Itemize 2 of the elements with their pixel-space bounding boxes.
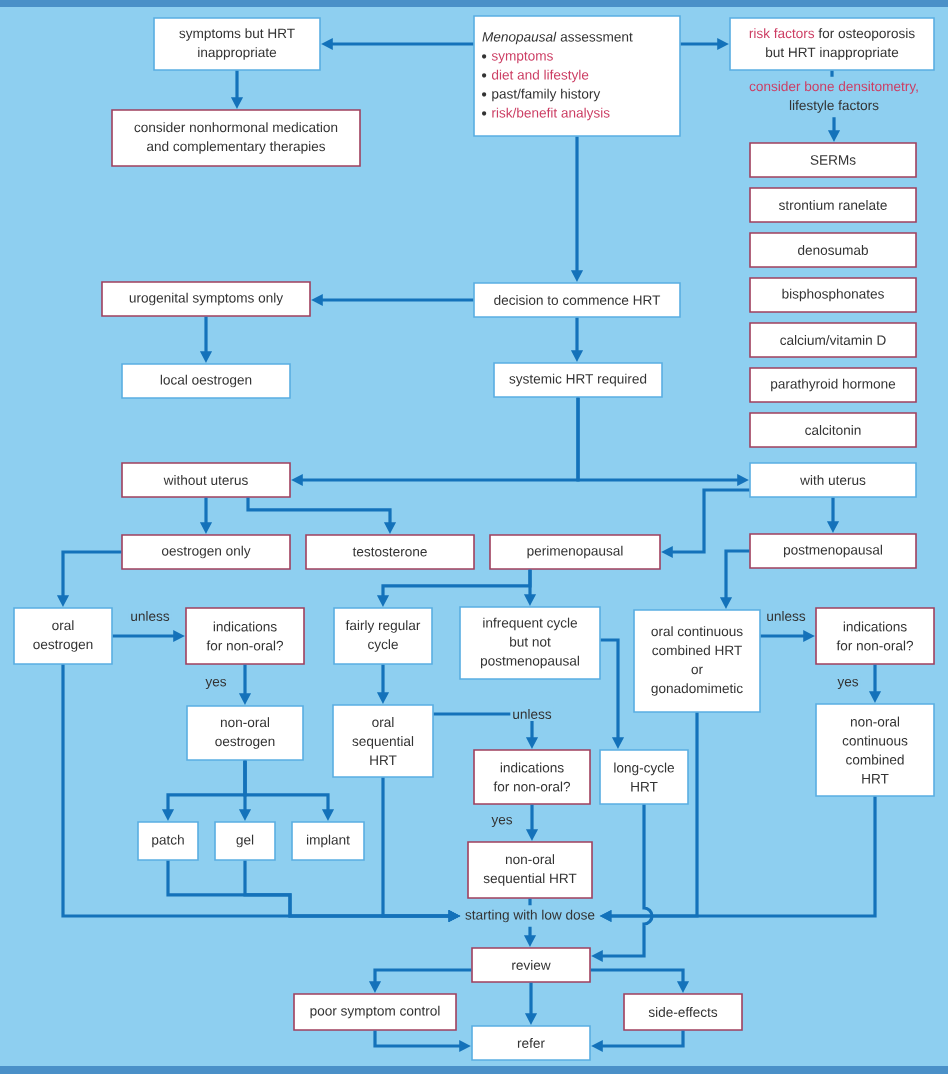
connector-line bbox=[528, 898, 532, 906]
connector-line bbox=[830, 70, 834, 77]
